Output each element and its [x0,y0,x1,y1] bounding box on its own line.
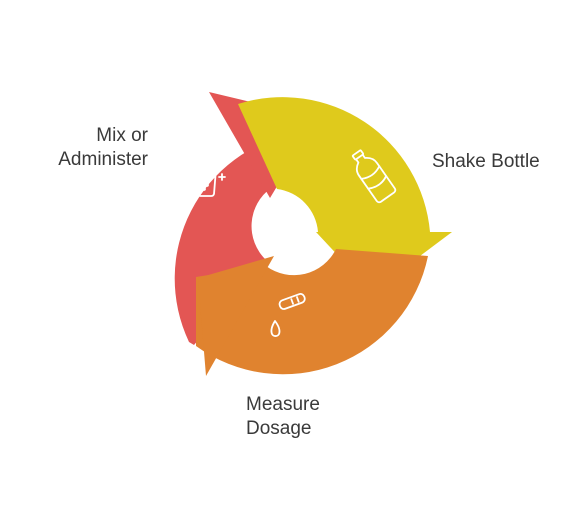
label-mix-line-1: Mix or [96,125,148,146]
label-shake-line-1: Shake Bottle [432,151,540,172]
arrow-shake [238,97,430,232]
dropper-icon [270,293,306,337]
label-mix-or-administer: Mix or Administer [58,124,148,172]
label-measure-line-1: Measure [246,394,320,415]
arrowhead-measure [198,256,274,376]
label-shake-bottle: Shake Bottle [432,150,540,174]
fizzy-cup-icon [183,149,226,197]
bottle-icon [351,149,397,204]
label-measure-dosage: Measure Dosage [246,393,320,441]
label-measure-line-2: Dosage [246,418,312,439]
label-mix-line-2: Administer [58,149,148,170]
